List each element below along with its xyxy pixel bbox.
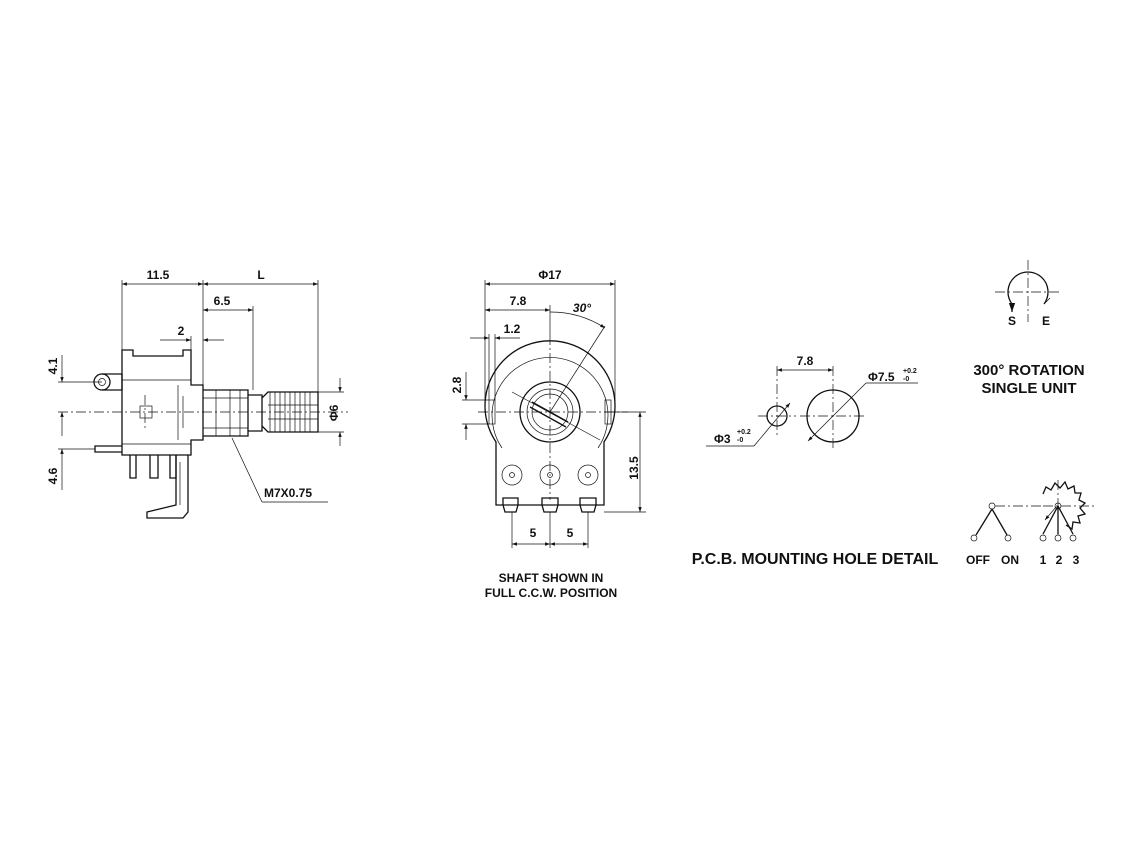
pin-1: 1 bbox=[1040, 553, 1047, 567]
pcb-dim-7-8: 7.8 bbox=[797, 354, 814, 368]
dim-phi6: Φ6 bbox=[327, 404, 341, 421]
thread-label: M7X0.75 bbox=[264, 486, 312, 500]
dim-11-5: 11.5 bbox=[147, 268, 170, 282]
dim-6-5: 6.5 bbox=[214, 294, 231, 308]
rotation-label-s: S bbox=[1008, 314, 1016, 328]
dim-1-2: 1.2 bbox=[504, 322, 521, 336]
dim-5-left: 5 bbox=[530, 526, 537, 540]
dim-5-right: 5 bbox=[567, 526, 574, 540]
switch-off: OFF bbox=[966, 553, 990, 567]
pcb-hole-small-tol-minus: -0 bbox=[737, 437, 743, 444]
dim-30-deg: 30° bbox=[573, 301, 591, 315]
pcb-hole-small: Φ3 bbox=[714, 432, 731, 446]
dim-2: 2 bbox=[178, 324, 185, 338]
pcb-hole-detail: 7.8 Φ7.5 +0.2 -0 Φ3 +0.2 -0 P.C.B. MOUNT… bbox=[692, 354, 939, 568]
dim-2-8: 2.8 bbox=[450, 376, 464, 393]
rotation-label-e: E bbox=[1042, 314, 1050, 328]
pcb-hole-large: Φ7.5 bbox=[868, 370, 895, 384]
dim-4-1: 4.1 bbox=[46, 357, 60, 374]
rotation-title-line1: 300° ROTATION bbox=[973, 362, 1084, 379]
pcb-detail-title: P.C.B. MOUNTING HOLE DETAIL bbox=[692, 551, 939, 568]
pcb-hole-small-tol-plus: +0.2 bbox=[737, 429, 751, 436]
schematic: OFF ON 1 2 3 bbox=[966, 480, 1096, 567]
pcb-hole-large-tol-minus: -0 bbox=[903, 376, 909, 383]
dim-4-6: 4.6 bbox=[46, 467, 60, 484]
side-view: 11.5 L 6.5 2 4.1 4.6 Φ6 M7X0.75 bbox=[46, 268, 348, 519]
dim-L: L bbox=[257, 268, 264, 282]
pin-2: 2 bbox=[1056, 553, 1063, 567]
rotation-title-line2: SINGLE UNIT bbox=[981, 380, 1076, 397]
rotation-symbol: S E 300° ROTATION SINGLE UNIT bbox=[973, 260, 1085, 397]
dim-phi17: Φ17 bbox=[538, 268, 562, 282]
switch-on: ON bbox=[1001, 553, 1019, 567]
pin-3: 3 bbox=[1073, 553, 1080, 567]
front-caption-line2: FULL C.C.W. POSITION bbox=[485, 586, 617, 600]
dim-7-8: 7.8 bbox=[510, 294, 527, 308]
pcb-hole-large-tol-plus: +0.2 bbox=[903, 368, 917, 375]
front-caption-line1: SHAFT SHOWN IN bbox=[499, 571, 604, 585]
dim-13-5: 13.5 bbox=[627, 456, 641, 480]
front-view: Φ17 7.8 30° 1.2 2.8 13.5 5 5 bbox=[450, 268, 646, 600]
